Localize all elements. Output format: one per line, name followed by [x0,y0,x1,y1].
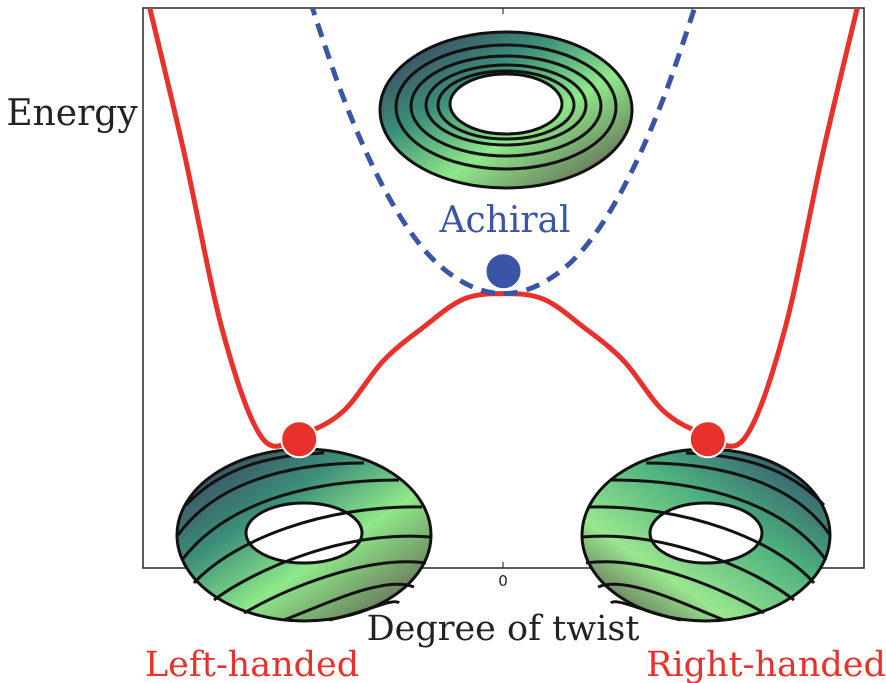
state-marker-left-handed [280,420,319,459]
double-well-curve [147,8,860,449]
achiral-label: Achiral [438,200,570,241]
x-axis-label: Degree of twist [367,609,640,649]
left-handed-torus-icon [175,447,433,623]
state-marker-achiral [484,252,523,291]
achiral-torus-icon [378,30,634,190]
state-marker-right-handed [688,420,727,459]
left-handed-label: Left-handed [145,645,359,683]
single-well-dashed-curve [309,8,698,297]
y-axis-label: Energy [6,93,138,134]
right-handed-torus-icon [580,447,832,623]
right-handed-label: Right-handed [646,645,886,683]
x-tick-label-0: 0 [498,572,508,590]
